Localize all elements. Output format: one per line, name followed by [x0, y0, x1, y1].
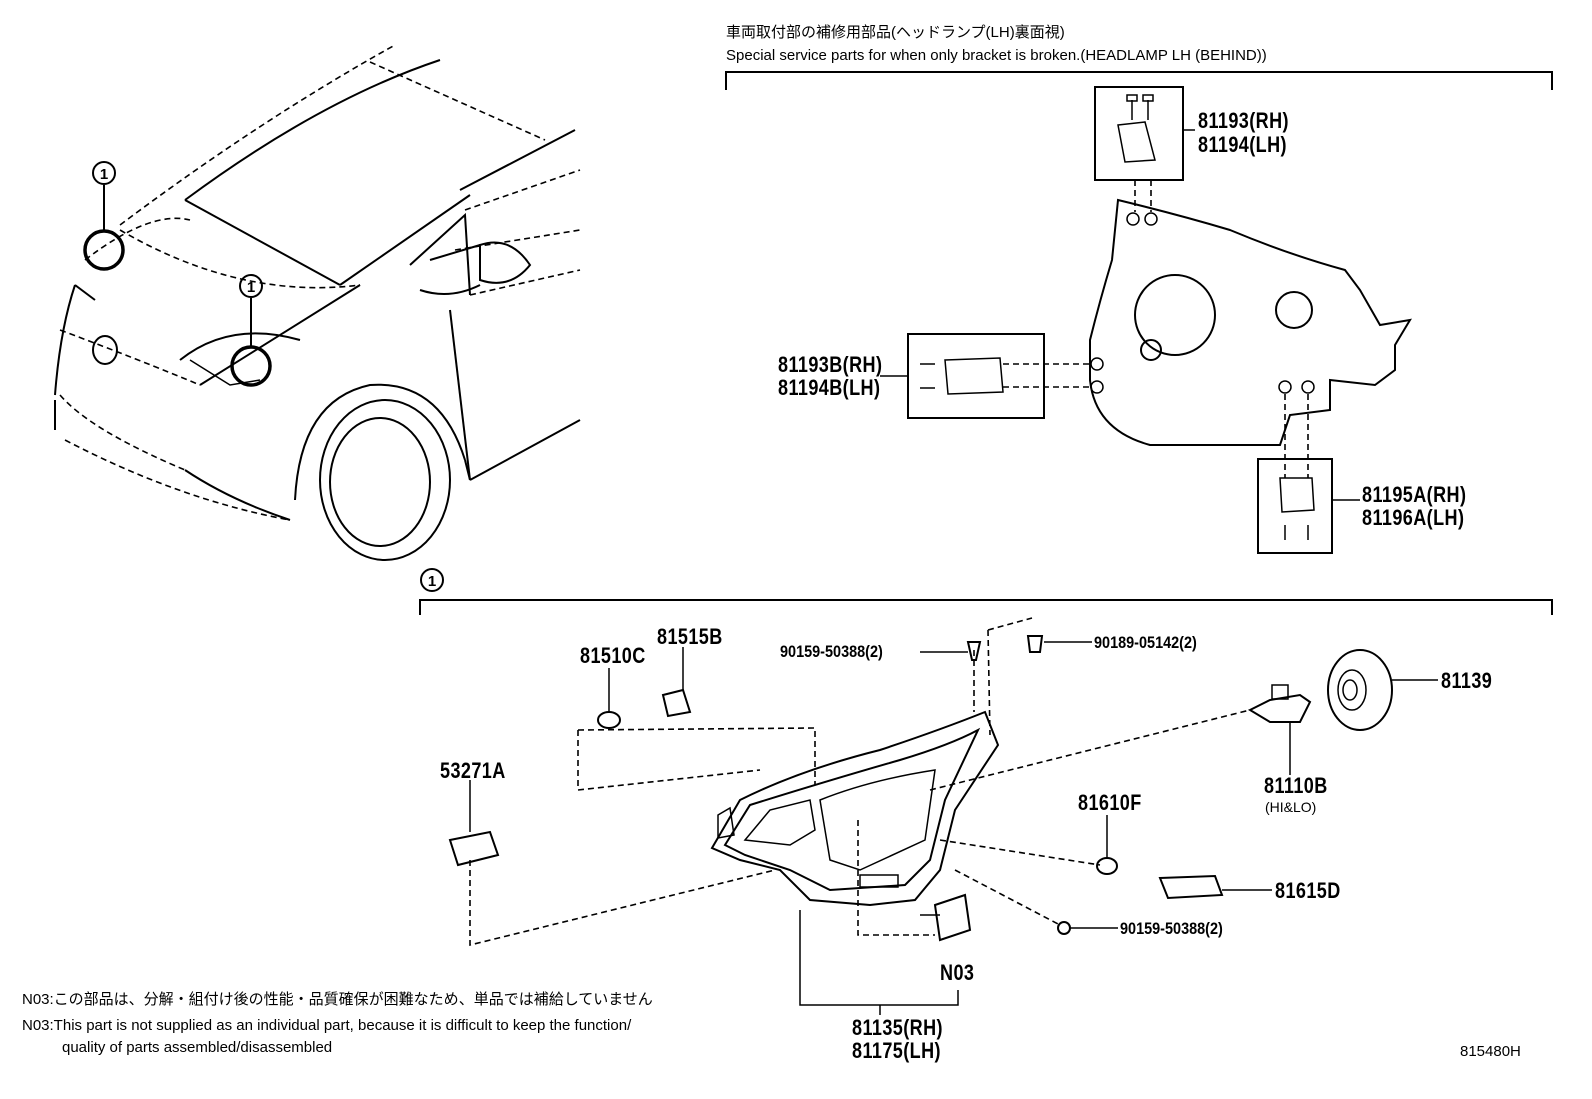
note-n03-en-2: quality of parts assembled/disassembled	[62, 1039, 333, 1056]
part-81193b-rh[interactable]: 81193B(RH)	[778, 352, 883, 377]
part-90189-05142[interactable]: 90189-05142(2)	[1094, 633, 1197, 652]
part-90159-50388-top[interactable]: 90159-50388(2)	[780, 642, 883, 661]
part-81110b[interactable]: 81110B	[1264, 773, 1328, 798]
part-81515b[interactable]: 81515B	[657, 624, 723, 649]
note-n03-en-1: N03:This part is not supplied as an indi…	[22, 1017, 632, 1034]
callout-car-1: 1	[92, 161, 116, 185]
part-81610f[interactable]: 81610F	[1078, 790, 1142, 815]
part-81194b-lh[interactable]: 81194B(LH)	[778, 375, 881, 400]
part-81135-rh[interactable]: 81135(RH)	[852, 1015, 943, 1040]
part-81615d[interactable]: 81615D	[1275, 878, 1341, 903]
part-53271a[interactable]: 53271A	[440, 758, 506, 783]
part-81110b-note: (HI&LO)	[1265, 799, 1317, 815]
part-81196a-lh[interactable]: 81196A(LH)	[1362, 505, 1465, 530]
diagram-id: 815480H	[1460, 1043, 1521, 1060]
part-81175-lh[interactable]: 81175(LH)	[852, 1038, 941, 1063]
part-81194-lh[interactable]: 81194(LH)	[1198, 132, 1287, 157]
part-81195a-rh[interactable]: 81195A(RH)	[1362, 482, 1467, 507]
bracket-section	[725, 71, 1553, 554]
section-title-jp: 車両取付部の補修用部品(ヘッドランプ(LH)裏面視)	[726, 24, 1065, 41]
car-front-illustration	[54, 44, 581, 561]
part-90159-50388-bottom[interactable]: 90159-50388(2)	[1120, 919, 1223, 938]
part-n03[interactable]: N03	[940, 960, 975, 985]
note-n03-jp: N03:この部品は、分解・組付け後の性能・品質確保が困難なため、単品では補給して…	[22, 991, 653, 1008]
part-81510c[interactable]: 81510C	[580, 643, 646, 668]
part-81139[interactable]: 81139	[1441, 668, 1493, 693]
part-81193-rh[interactable]: 81193(RH)	[1198, 108, 1289, 133]
callout-section: 1	[420, 568, 444, 592]
headlamp-assembly-section	[419, 599, 1553, 1015]
callout-car-2: 1	[239, 274, 263, 298]
section-title-en: Special service parts for when only brac…	[726, 47, 1267, 64]
